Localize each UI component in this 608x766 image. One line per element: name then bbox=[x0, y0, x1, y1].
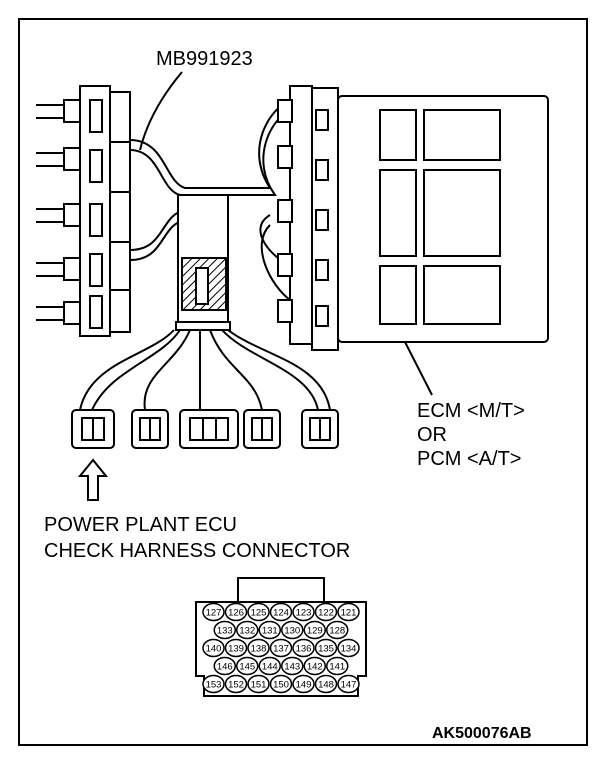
pin-label-137: 137 bbox=[273, 644, 289, 655]
pin-label-122: 122 bbox=[318, 608, 334, 619]
pin-label-142: 142 bbox=[307, 662, 323, 673]
pin-label-140: 140 bbox=[206, 644, 222, 655]
pin-146 bbox=[213, 656, 236, 676]
pin-131 bbox=[258, 620, 281, 640]
diagram-frame bbox=[18, 18, 588, 746]
check-connector-plug-2 bbox=[131, 409, 169, 449]
pin-138 bbox=[247, 638, 270, 658]
check-harness bbox=[79, 99, 331, 411]
pin-label-133: 133 bbox=[217, 626, 233, 637]
pin-124 bbox=[269, 602, 293, 622]
ecm-label-line2: OR bbox=[417, 424, 447, 446]
pin-148 bbox=[314, 674, 338, 694]
up-arrow-icon bbox=[77, 458, 109, 501]
pin-label-139: 139 bbox=[228, 644, 244, 655]
pin-label-124: 124 bbox=[273, 608, 289, 619]
pin-125 bbox=[247, 602, 270, 622]
pin-129 bbox=[303, 620, 326, 640]
pin-label-145: 145 bbox=[239, 662, 255, 673]
pin-label-129: 129 bbox=[307, 626, 323, 637]
pin-grid: 127 126 125 124 123 122 121 133 132 131 130 129 128 1… bbox=[202, 602, 360, 694]
ecm-module bbox=[337, 95, 549, 343]
pin-134 bbox=[337, 638, 360, 658]
pin-label-121: 121 bbox=[341, 608, 357, 619]
pin-137 bbox=[269, 638, 293, 658]
pin-151 bbox=[247, 674, 270, 694]
check-connector-plugs bbox=[71, 409, 339, 449]
pin-126 bbox=[224, 602, 248, 622]
pin-label-143: 143 bbox=[284, 662, 300, 673]
pin-label-135: 135 bbox=[318, 644, 334, 655]
tool-leader-line bbox=[139, 71, 183, 151]
pin-127 bbox=[202, 602, 225, 622]
pin-label-151: 151 bbox=[251, 680, 267, 691]
pin-label-125: 125 bbox=[251, 608, 267, 619]
check-connector-plug-3 bbox=[179, 409, 239, 449]
pin-label-144: 144 bbox=[262, 662, 278, 673]
pin-label-127: 127 bbox=[206, 608, 222, 619]
connector-title-line1: POWER PLANT ECU bbox=[44, 514, 237, 536]
pin-139 bbox=[224, 638, 248, 658]
pin-122 bbox=[314, 602, 338, 622]
pin-142 bbox=[303, 656, 326, 676]
left-wires bbox=[36, 104, 64, 321]
pin-141 bbox=[326, 656, 349, 676]
pin-label-126: 126 bbox=[228, 608, 244, 619]
pin-145 bbox=[236, 656, 259, 676]
pin-150 bbox=[269, 674, 293, 694]
reference-code: AK500076AB bbox=[432, 725, 532, 742]
pin-132 bbox=[236, 620, 259, 640]
pin-140 bbox=[202, 638, 225, 658]
pin-133 bbox=[213, 620, 236, 640]
pin-128 bbox=[326, 620, 349, 640]
pin-label-130: 130 bbox=[284, 626, 300, 637]
pin-label-123: 123 bbox=[296, 608, 312, 619]
left-connector-stack bbox=[63, 85, 131, 337]
pin-143 bbox=[281, 656, 304, 676]
pin-label-132: 132 bbox=[239, 626, 255, 637]
pin-label-152: 152 bbox=[228, 680, 244, 691]
pin-135 bbox=[314, 638, 338, 658]
pin-label-148: 148 bbox=[318, 680, 334, 691]
ecm-leader-line bbox=[404, 341, 433, 396]
check-connector-plug-1 bbox=[71, 409, 115, 449]
ecm-label-line1: ECM <M/T> bbox=[417, 400, 525, 422]
pin-label-146: 146 bbox=[217, 662, 233, 673]
pin-149 bbox=[292, 674, 315, 694]
right-connector-stack bbox=[277, 85, 339, 351]
pin-label-136: 136 bbox=[296, 644, 312, 655]
check-connector-plug-5 bbox=[301, 409, 339, 449]
ecm-label-line3: PCM <A/T> bbox=[417, 448, 522, 470]
pin-147 bbox=[337, 674, 360, 694]
pin-label-153: 153 bbox=[206, 680, 222, 691]
pin-153 bbox=[202, 674, 225, 694]
pin-123 bbox=[292, 602, 315, 622]
pin-136 bbox=[292, 638, 315, 658]
pin-label-141: 141 bbox=[329, 662, 345, 673]
connector-title-line2: CHECK HARNESS CONNECTOR bbox=[44, 540, 351, 562]
pin-label-149: 149 bbox=[296, 680, 312, 691]
check-connector-plug-4 bbox=[243, 409, 281, 449]
pin-152 bbox=[224, 674, 248, 694]
pin-label-138: 138 bbox=[251, 644, 267, 655]
pin-121 bbox=[337, 602, 360, 622]
pin-label-134: 134 bbox=[341, 644, 357, 655]
pin-label-147: 147 bbox=[341, 680, 357, 691]
pin-130 bbox=[281, 620, 304, 640]
pin-144 bbox=[258, 656, 281, 676]
pin-label-150: 150 bbox=[273, 680, 289, 691]
pin-label-128: 128 bbox=[329, 626, 345, 637]
pin-label-131: 131 bbox=[262, 626, 278, 637]
tool-part-number-label: MB991923 bbox=[156, 48, 253, 70]
